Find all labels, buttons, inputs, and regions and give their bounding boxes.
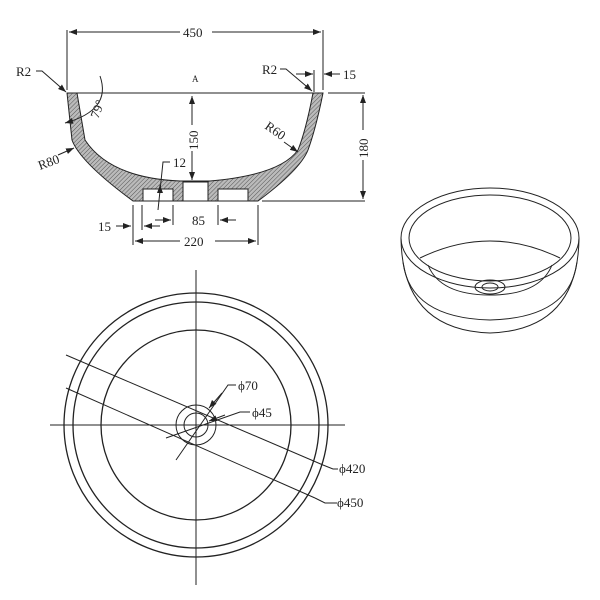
dim-r2-left: R2: [16, 64, 31, 79]
foot-pocket-left: [142, 188, 174, 202]
dim-phi45: ϕ45: [252, 405, 272, 420]
dim-phi450: ϕ450: [337, 495, 363, 510]
dim-450: 450: [183, 25, 203, 40]
section-view: 450 R2 R2 15 79° A 150 180 R80 R60 12: [16, 25, 371, 249]
dim-15-foot: 15: [98, 219, 111, 234]
dim-angle: 79°: [87, 98, 107, 120]
dim-150: 150: [186, 131, 201, 151]
dim-85: 85: [192, 213, 205, 228]
dim-r80: R80: [36, 151, 61, 173]
dim-phi420: ϕ420: [339, 461, 365, 476]
dim-r2-right: R2: [262, 62, 277, 77]
basin-circle: [100, 329, 292, 521]
foot-pocket-right: [217, 188, 249, 202]
dim-15-rim: 15: [343, 67, 356, 82]
outer-rim-circle: [63, 292, 329, 558]
drain-hole: [182, 181, 209, 202]
center-mark: A: [192, 74, 199, 84]
dim-180: 180: [356, 139, 371, 159]
drain-inner-circle: [183, 412, 209, 438]
perspective-view: [400, 187, 580, 334]
dim-12: 12: [173, 155, 186, 170]
dim-phi70: ϕ70: [238, 378, 258, 393]
dim-220: 220: [184, 234, 204, 249]
inner-rim-circle: [72, 301, 320, 549]
plan-view: ϕ420 ϕ450 ϕ70 ϕ45: [50, 270, 365, 585]
dim-r60: R60: [262, 118, 288, 143]
